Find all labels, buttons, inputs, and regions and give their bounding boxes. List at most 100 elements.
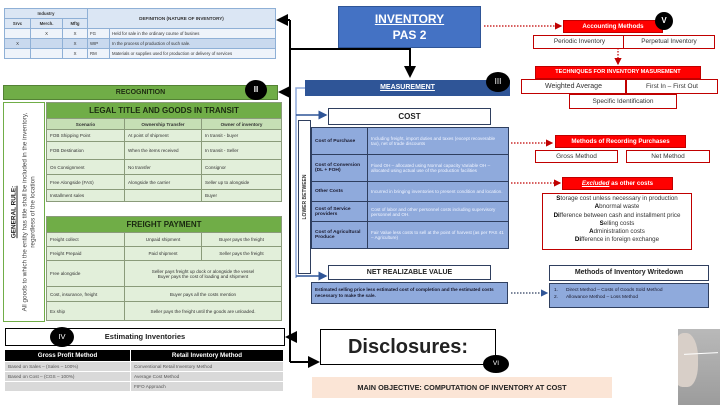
badge-ii: II xyxy=(245,80,267,100)
initial: Di xyxy=(574,236,582,244)
general-rule-panel: GENERAL RULE: All goods to which the ent… xyxy=(3,102,45,322)
cell-srvc xyxy=(4,48,31,59)
table-row: Based on Sales – (Sales – 100%)Conventio… xyxy=(4,361,284,372)
cell: Consignor xyxy=(201,159,282,175)
net-method-box: Net Method xyxy=(626,150,710,163)
cell: Paid shipment xyxy=(124,246,202,261)
cell: FOB Destination xyxy=(46,141,125,160)
cost-text-cell: Fixed OH – allocated using Normal capaci… xyxy=(367,154,509,182)
cell: Seller pays the freight xyxy=(201,246,282,261)
item-text: Allowance Method – Loss Method xyxy=(566,294,638,300)
cost-text-cell: Fair Value less costs to sell at the poi… xyxy=(367,221,509,249)
gross-method-box: Gross Method xyxy=(535,150,618,163)
list-item: Abnormal waste xyxy=(543,203,691,211)
table-row: X RM Materials or supplies used for prod… xyxy=(4,48,276,59)
badge-iii: III xyxy=(486,72,510,92)
cell-merged: Buyer pays all the costs mention xyxy=(124,286,282,302)
freight-header: FREIGHT PAYMENT xyxy=(46,216,282,233)
cell: FIFO Approach xyxy=(130,381,284,392)
cell-srvc: X xyxy=(4,38,31,49)
cost-label-cell: Cost of Service providers xyxy=(311,201,368,222)
cell: FOB Shipping Point xyxy=(46,129,125,142)
industry-header: Industry xyxy=(4,8,88,19)
col-gross-profit: Gross Profit Method xyxy=(4,349,131,362)
fifo-box: First In – First Out xyxy=(626,79,718,94)
initial: Di xyxy=(553,211,560,219)
cell: Conventional Retail Inventory Method xyxy=(130,361,284,372)
writedown-header: Methods of Inventory Writedown xyxy=(549,265,709,281)
lower-between-label: LOWER BETWEEN xyxy=(301,174,308,220)
table-row: Free Alongside (FAS)Alongside the carrie… xyxy=(46,174,282,190)
weighted-average-box: Weighted Average xyxy=(521,79,626,94)
excluded-header: Excluded as other costs xyxy=(562,177,673,190)
cell xyxy=(4,381,131,392)
item-text: torage cost unless necessary in producti… xyxy=(560,195,678,202)
badge-v: V xyxy=(655,12,673,30)
legal-title-header: LEGAL TITLE AND GOODS IN TRANSIT xyxy=(46,102,282,119)
cell-srvc xyxy=(4,28,31,39)
list-item: Storage cost unless necessary in product… xyxy=(543,195,691,203)
cell: In transit - Seller xyxy=(201,141,282,160)
cell: Based on Cost – (CGS – 100%) xyxy=(4,371,131,382)
trunk-line xyxy=(289,20,411,362)
cell-code: WIP xyxy=(87,38,110,49)
cell: Buyer pays the freight xyxy=(201,232,282,247)
cell xyxy=(124,189,202,202)
writedown-label: Methods of Inventory Writedown xyxy=(574,269,684,276)
cost-label: COST xyxy=(398,112,421,121)
col-srvc: Srvc xyxy=(4,18,31,29)
disclosures-box: Disclosures: xyxy=(320,329,496,365)
disclosures-label: Disclosures: xyxy=(347,336,469,358)
cost-header: COST xyxy=(328,108,491,125)
cell-mftg: X xyxy=(62,38,88,49)
definition-table: Industry DEFINITION (NATURE OF INVENTORY… xyxy=(4,8,276,59)
cell-code: FG xyxy=(87,28,110,39)
cell-merch xyxy=(30,38,63,49)
cell: Free alongside xyxy=(46,260,125,287)
presenter-face xyxy=(678,333,698,387)
accounting-methods-header: Accounting Methods xyxy=(563,20,663,33)
cell: Freight Prepaid xyxy=(46,246,125,261)
general-rule-title: GENERAL RULE: xyxy=(10,185,18,239)
col-mftg: Mftg xyxy=(62,18,88,29)
cell-merged: Seller pays freight up dock or alongside… xyxy=(124,260,282,287)
cell: When the items received xyxy=(124,141,202,160)
main-objective-text: MAIN OBJECTIVE: COMPUTATION OF INVENTORY… xyxy=(357,383,567,392)
table-row: Cost of Conversion (DL + FOH)Fixed OH – … xyxy=(311,154,509,182)
cost-label-cell: Cost of Agricultural Produce xyxy=(311,221,368,249)
initial: A xyxy=(589,228,594,236)
cell: At point of shipment xyxy=(124,129,202,142)
cell-merch xyxy=(30,48,63,59)
nrv-label: NET REALIZABLE VALUE xyxy=(366,269,453,276)
excluded-costs-list: Storage cost unless necessary in product… xyxy=(542,193,692,250)
cell-mftg: X xyxy=(62,48,88,59)
cell: Cost, insurance, freight xyxy=(46,286,125,302)
cell: Based on Sales – (Sales – 100%) xyxy=(4,361,131,372)
presenter-photo xyxy=(678,329,720,405)
initial: S xyxy=(599,219,604,227)
table-row: X X WIP In the process of production of … xyxy=(4,38,276,49)
cost-label-cell: Cost of Conversion (DL + FOH) xyxy=(311,154,368,182)
writedown-list: 1.Direct Method – Costs of Goods Sold Me… xyxy=(549,283,709,308)
cell: Freight collect xyxy=(46,232,125,247)
merged-line-2: Buyer pays the cost of loading and shipm… xyxy=(157,273,249,279)
cost-text-cell: Incurred in bringing inventories to pres… xyxy=(367,181,509,202)
cell-code: RM xyxy=(87,48,110,59)
list-item: 2.Allowance Method – Loss Method xyxy=(554,295,704,302)
initial: S xyxy=(556,195,561,202)
title-line2: PAS 2 xyxy=(392,28,427,42)
cost-text-cell: Including freight, import duties and tax… xyxy=(367,127,509,155)
inventory-title-box: INVENTORY PAS 2 xyxy=(338,6,481,48)
merged-line-1: Seller pays freight up dock or alongside… xyxy=(151,268,255,274)
cell: Ex ship xyxy=(46,301,125,321)
